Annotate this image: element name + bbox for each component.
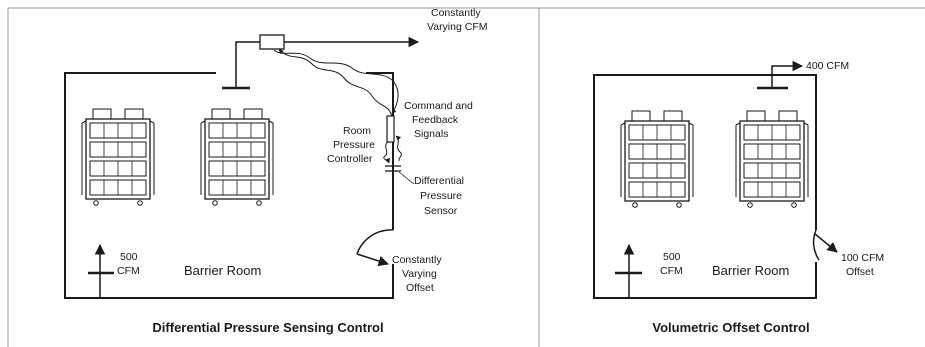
offset-label-3: Offset: [406, 282, 434, 294]
controller-label-2: Pressure: [333, 139, 375, 151]
svg-text:Signals: Signals: [414, 128, 448, 140]
svg-text:Barrier Room: Barrier Room: [184, 263, 261, 278]
exhaust-label-2: Varying CFM: [427, 21, 487, 33]
command-signal-line: [278, 48, 393, 119]
right-room-walls: [593, 74, 817, 299]
left-supply-label-1: 500: [120, 251, 138, 263]
svg-text:Offset: Offset: [406, 282, 434, 294]
left-rack-1: [81, 108, 155, 206]
right-door-swing: [812, 229, 820, 261]
svg-text:CFM: CFM: [660, 265, 683, 277]
left-supply-label-2: CFM: [117, 265, 140, 277]
svg-text:500: 500: [663, 251, 681, 263]
svg-text:100 CFM: 100 CFM: [841, 252, 884, 264]
right-supply-arrow: [614, 243, 635, 299]
right-exhaust-label: 400 CFM: [806, 60, 849, 72]
controller-label-3: Controller: [327, 153, 373, 165]
right-rack-1: [620, 110, 694, 208]
exhaust-duct: [235, 41, 260, 88]
right-offset-label-2: Offset: [846, 266, 874, 278]
offset-label-1: Constantly: [392, 254, 442, 266]
svg-text:Differential: Differential: [414, 175, 464, 187]
differential-pressure-panel: Constantly Varying CFM Command and Feedb…: [64, 7, 487, 335]
left-room-label: Barrier Room: [184, 263, 261, 278]
svg-text:400 CFM: 400 CFM: [806, 60, 849, 72]
left-door-swing: [356, 229, 394, 255]
sensor-label-2: Pressure: [420, 190, 462, 202]
svg-text:500: 500: [120, 251, 138, 263]
signals-label-1: Command and: [404, 100, 473, 112]
right-caption: Volumetric Offset Control: [652, 320, 809, 335]
svg-text:Offset: Offset: [846, 266, 874, 278]
svg-text:Pressure: Pressure: [420, 190, 462, 202]
right-offset-label-1: 100 CFM: [841, 252, 884, 264]
svg-text:Varying: Varying: [402, 268, 437, 280]
svg-text:Differential Pressure Sensing: Differential Pressure Sensing Control: [152, 320, 383, 335]
svg-text:Constantly: Constantly: [392, 254, 442, 266]
svg-text:Room: Room: [343, 125, 371, 137]
svg-text:Sensor: Sensor: [424, 205, 458, 217]
controller-label-1: Room: [343, 125, 371, 137]
svg-text:Pressure: Pressure: [333, 139, 375, 151]
signals-label-3: Signals: [414, 128, 448, 140]
right-exhaust-arrow: [771, 60, 804, 88]
right-supply-label-1: 500: [663, 251, 681, 263]
svg-text:Barrier Room: Barrier Room: [712, 263, 789, 278]
left-rack-2: [200, 108, 274, 206]
exhaust-valve: [259, 34, 285, 50]
svg-text:Varying CFM: Varying CFM: [427, 21, 487, 33]
right-offset-arrow: [814, 233, 838, 253]
offset-arrow: [356, 253, 389, 267]
exhaust-label-1: Constantly: [431, 7, 481, 19]
svg-text:Constantly: Constantly: [431, 7, 481, 19]
right-rack-2: [735, 110, 809, 208]
left-caption: Differential Pressure Sensing Control: [152, 320, 383, 335]
left-room-walls: [64, 72, 394, 299]
signals-label-2: Feedback: [412, 114, 459, 126]
right-room-label: Barrier Room: [712, 263, 789, 278]
svg-text:Controller: Controller: [327, 153, 373, 165]
svg-text:Volumetric Offset Control: Volumetric Offset Control: [652, 320, 809, 335]
right-supply-label-2: CFM: [660, 265, 683, 277]
svg-text:CFM: CFM: [117, 265, 140, 277]
svg-text:Command and: Command and: [404, 100, 473, 112]
sensor-label-3: Sensor: [424, 205, 458, 217]
feedback-signal-line: [273, 49, 399, 115]
left-supply-arrow: [87, 243, 106, 299]
room-pressure-controller: [386, 115, 395, 143]
svg-text:Feedback: Feedback: [412, 114, 459, 126]
offset-label-2: Varying: [402, 268, 437, 280]
volumetric-offset-panel: 400 CFM 100 CFM Offset 500 CFM Barrier R…: [593, 60, 884, 335]
sensor-label-1: Differential: [414, 175, 464, 187]
